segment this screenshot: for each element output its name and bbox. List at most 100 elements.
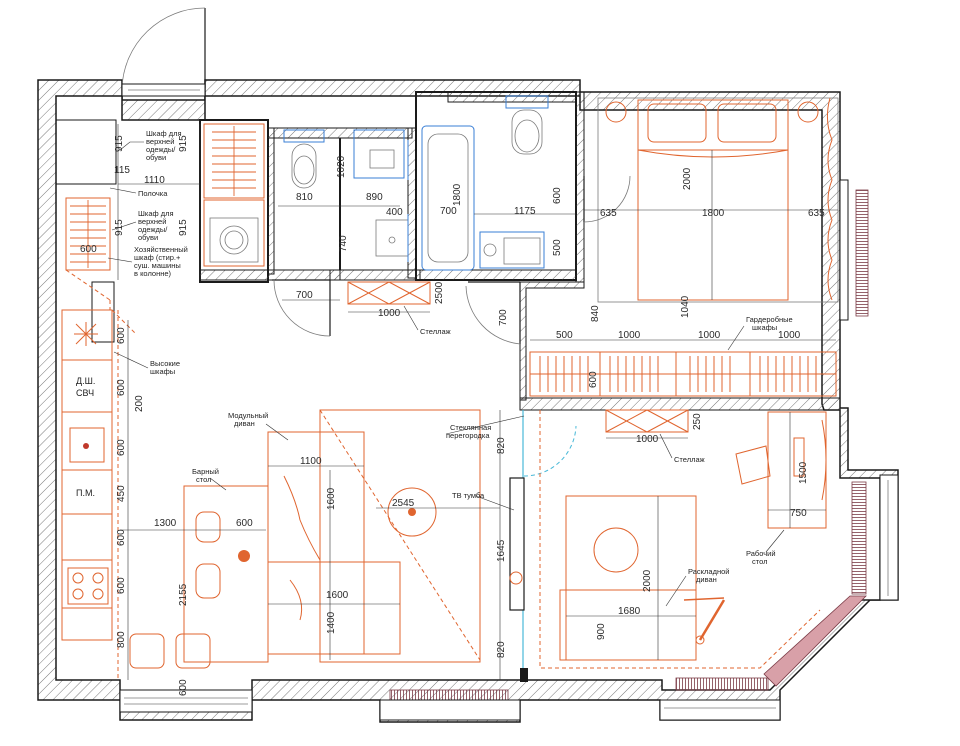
bathroom1-door [272, 279, 331, 337]
dim-700b: 700 [296, 290, 313, 301]
dim-1800h: 1800 [702, 208, 725, 219]
dim-1800v: 1800 [452, 183, 463, 206]
coffee-table [387, 487, 437, 537]
label-dsh: Д.Ш. [76, 376, 95, 386]
label-glass-partition: Стеклянная перегородка [446, 423, 493, 440]
dim-600b: 600 [552, 187, 563, 204]
bedroom-door [583, 175, 631, 223]
dim-750: 750 [790, 508, 807, 519]
entrance-door [121, 7, 206, 97]
dim-1000e: 1000 [636, 434, 659, 445]
bathroom2-door [465, 281, 521, 345]
label-garderob: Гардеробные шкафы [746, 315, 795, 332]
dimension-labels: 915 915 115 1110 915 600 915 1020 810 89… [80, 135, 825, 696]
label-raskladnoy: Раскладной диван [688, 567, 732, 584]
dim-820a: 820 [496, 437, 507, 454]
sink-1 [353, 129, 409, 180]
dim-600g: 600 [116, 577, 127, 594]
shelf-top [347, 281, 431, 305]
dim-890: 890 [366, 192, 383, 203]
interior-walls [55, 91, 841, 682]
dim-915d: 915 [178, 219, 189, 236]
dim-115: 115 [114, 165, 130, 176]
label-shkaf-mid: Шкаф для верхней одежды/ обуви [138, 209, 176, 242]
dim-600h: 600 [178, 679, 189, 696]
radiators [389, 189, 869, 703]
dim-600f: 600 [116, 529, 127, 546]
hall-wardrobe-left [65, 197, 111, 271]
label-polochka: Полочка [138, 189, 168, 198]
dim-600i: 600 [236, 518, 253, 529]
dim-1020: 1020 [336, 155, 347, 178]
dim-200: 200 [134, 395, 145, 412]
dim-810: 810 [296, 192, 313, 203]
dim-635b: 635 [808, 208, 825, 219]
dim-1680: 1680 [618, 606, 641, 617]
dim-600d: 600 [116, 379, 127, 396]
dim-2155: 2155 [178, 583, 189, 606]
dim-600a: 600 [80, 244, 97, 255]
washing-machine [203, 199, 265, 267]
dim-400: 400 [386, 207, 403, 218]
bedroom-wardrobes [529, 351, 837, 397]
dim-1000c: 1000 [698, 330, 721, 341]
label-modular-sofa: Модульный диван [228, 411, 270, 428]
hall-wardrobe-top [203, 123, 265, 199]
dim-1600b: 1600 [326, 590, 349, 601]
dim-1000b: 1000 [618, 330, 641, 341]
dim-915b: 915 [178, 135, 189, 152]
dim-1645: 1645 [496, 539, 507, 562]
dim-1100: 1100 [300, 456, 322, 467]
sink-2 [375, 214, 409, 262]
dim-2500: 2500 [434, 281, 445, 304]
work-desk [735, 411, 827, 529]
dim-820b: 820 [496, 641, 507, 658]
floor-lamp [683, 597, 726, 645]
dim-800: 800 [116, 631, 127, 648]
dim-1110: 1110 [144, 175, 165, 186]
dim-1040: 1040 [680, 295, 691, 318]
toilet-2 [505, 95, 549, 155]
dim-1175: 1175 [514, 206, 536, 217]
dim-2545: 2545 [392, 498, 415, 509]
dim-900: 900 [596, 623, 607, 640]
dim-2000a: 2000 [682, 167, 693, 190]
dim-915a: 915 [114, 135, 125, 152]
toilet-1 [283, 129, 325, 189]
dim-1500: 1500 [798, 461, 809, 484]
dim-700c: 700 [498, 309, 509, 326]
tv-unit [509, 477, 525, 611]
label-bar: Барный стол [192, 467, 221, 484]
dim-600e: 600 [116, 439, 127, 456]
bathtub [421, 125, 475, 271]
sink-3 [479, 231, 545, 269]
dim-500a: 500 [552, 239, 563, 256]
label-vysokie: Высокие шкафы [150, 359, 182, 376]
label-stellazh-bot: Стеллаж [674, 455, 705, 464]
folding-sofa [559, 495, 697, 661]
label-stellazh-top: Стеллаж [420, 327, 451, 336]
windows [119, 179, 899, 721]
room-labels: Шкаф для верхней одежды/ обуви Полочка Ш… [76, 129, 795, 584]
dim-840: 840 [590, 305, 601, 322]
dim-2000b: 2000 [642, 569, 653, 592]
label-svch: СВЧ [76, 388, 94, 398]
label-tv: ТВ тумба [452, 491, 485, 500]
dim-1000a: 1000 [378, 308, 401, 319]
dim-700a: 700 [440, 206, 457, 217]
dim-1600a: 1600 [326, 487, 337, 510]
shelf-bottom [605, 409, 689, 433]
dim-500b: 500 [556, 330, 573, 341]
dim-600c: 600 [116, 327, 127, 344]
dim-740: 740 [338, 235, 349, 252]
dim-1300: 1300 [154, 518, 177, 529]
bed [597, 97, 839, 303]
dim-600j: 600 [588, 371, 599, 388]
label-pm: П.М. [76, 488, 95, 498]
dim-1000d: 1000 [778, 330, 801, 341]
label-hoz-shkaf: Хозяйственный шкаф (стир.+ суш. машины в… [134, 245, 190, 278]
modular-sofa [267, 409, 481, 663]
label-shkaf-top: Шкаф для верхней одежды/ обуви [146, 129, 184, 162]
dim-450: 450 [116, 485, 127, 502]
